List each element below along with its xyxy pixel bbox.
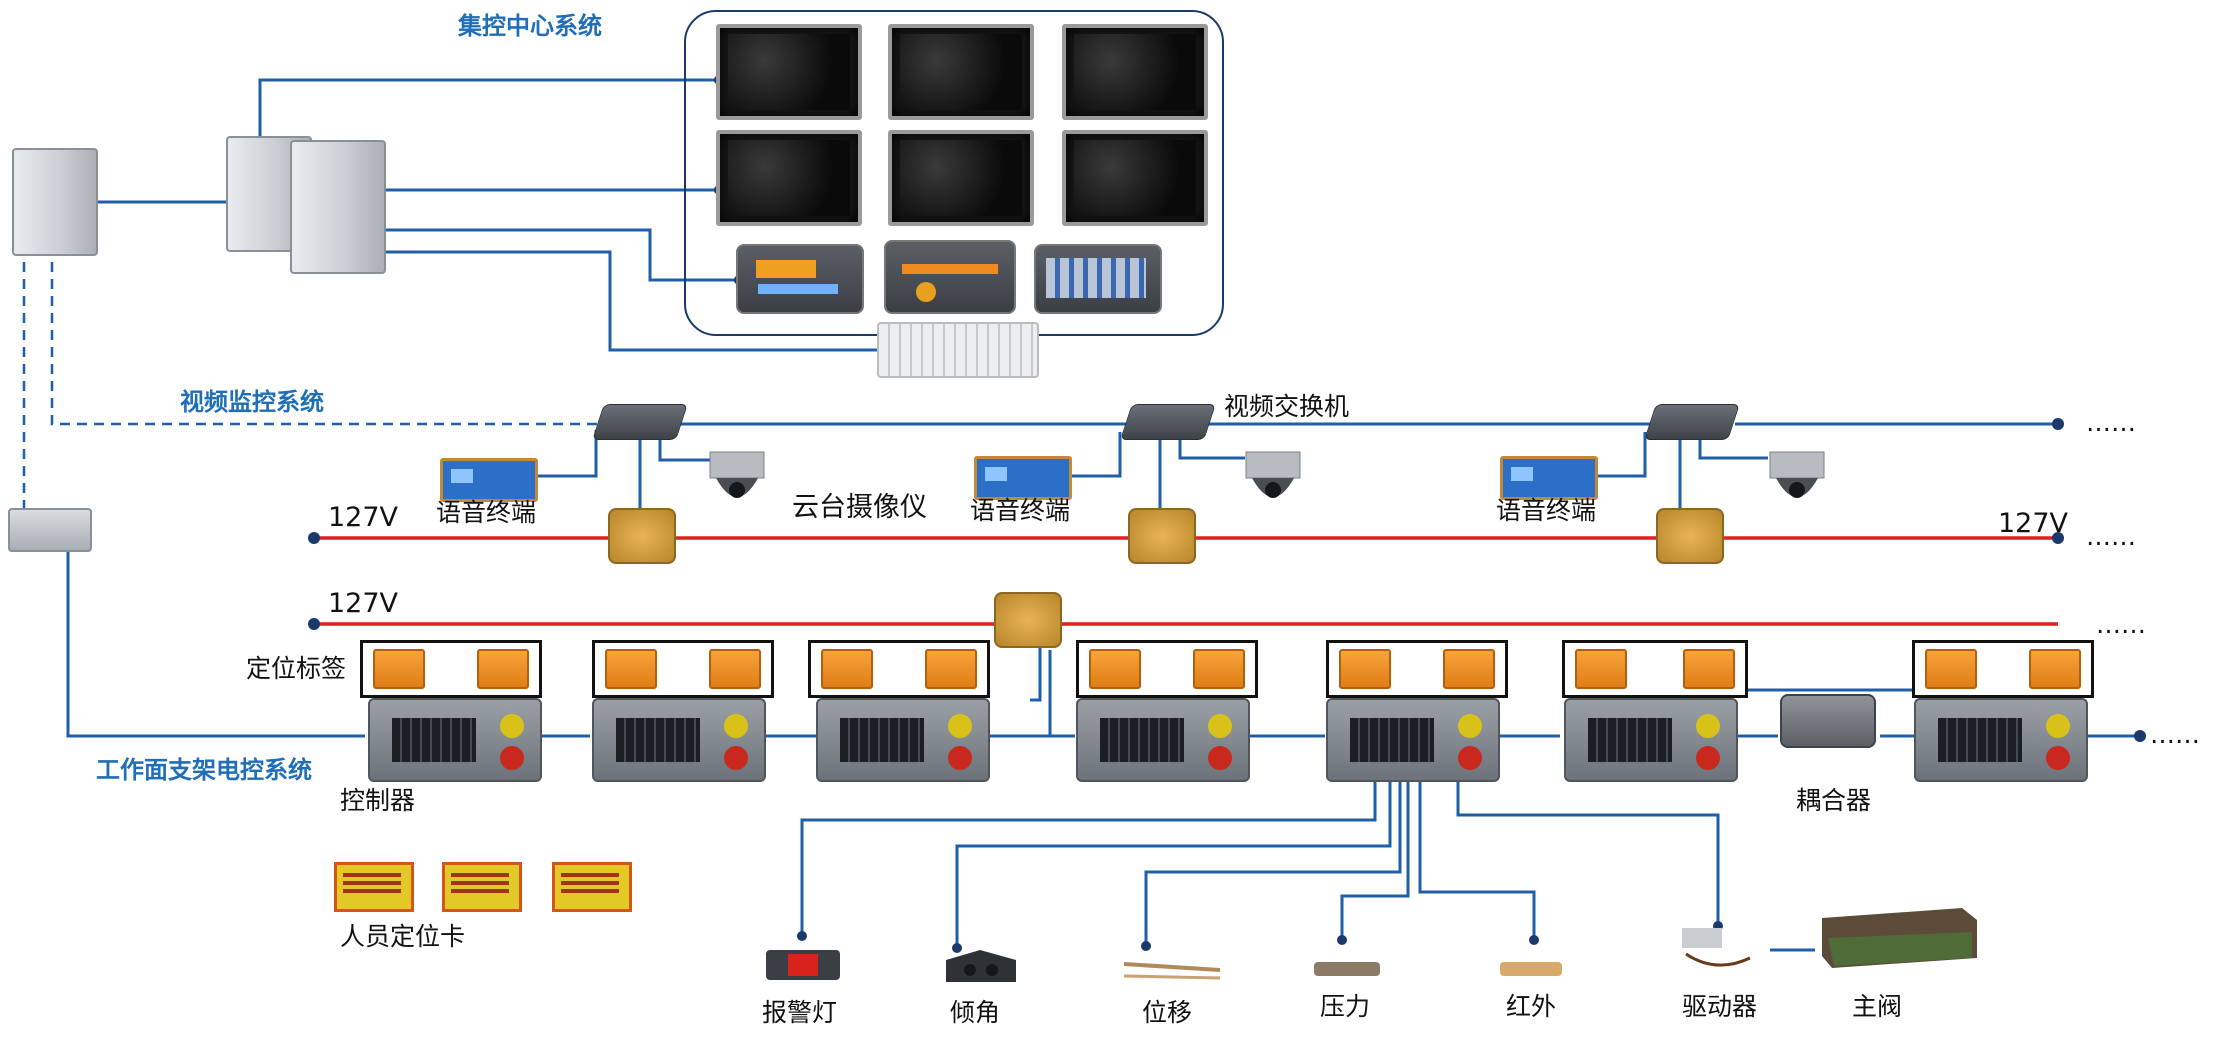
monitor-icon (716, 130, 862, 226)
console-panel-icon (1034, 244, 1162, 314)
displacement-sensor-icon (1123, 962, 1221, 980)
infrared-label: 红外 (1506, 992, 1557, 1021)
controller-icon (1564, 698, 1738, 782)
dome-camera-icon (1245, 451, 1301, 498)
video-switch-icon (592, 404, 688, 440)
infrared-sensor-icon (1500, 962, 1562, 976)
monitor-icon (1062, 24, 1208, 120)
location-tag-icon (709, 649, 761, 689)
personnel-card-icon (552, 862, 632, 912)
voice-terminal-icon (1500, 456, 1598, 500)
junction-box-icon (994, 592, 1062, 648)
monitor-icon (888, 130, 1034, 226)
driver-label: 驱动器 (1682, 992, 1758, 1021)
controller-label: 控制器 (340, 786, 416, 815)
tag-group (360, 640, 542, 698)
main-valve-label: 主阀 (1852, 992, 1903, 1021)
main-valve-icon (1822, 908, 1977, 968)
monitor-icon (716, 24, 862, 120)
junction-box-icon (608, 508, 676, 564)
ellipsis-power: …… (2086, 522, 2136, 551)
explosion-proof-cabinet-icon (12, 148, 98, 256)
personnel-card-icon (334, 862, 414, 912)
pressure-sensor-icon (1314, 962, 1380, 976)
keyboard-icon (877, 322, 1039, 378)
location-tag-icon (477, 649, 529, 689)
personnel-card-icon (442, 862, 522, 912)
voice-terminal-icon (974, 456, 1072, 500)
alarm-light-label: 报警灯 (762, 998, 838, 1027)
link-cabinet-keyboard (330, 250, 884, 352)
controller-icon (1326, 698, 1500, 782)
video-system-label: 视频监控系统 (180, 388, 324, 416)
tilt-label: 倾角 (950, 998, 1001, 1027)
monitor-icon (1062, 130, 1208, 226)
voice-terminal-label: 语音终端 (970, 496, 1071, 525)
ptz-camera-label: 云台摄像仪 (792, 492, 927, 523)
controller-icon (1914, 698, 2088, 782)
tag-group (592, 640, 774, 698)
pressure-label: 压力 (1320, 992, 1371, 1021)
ellipsis-video: …… (2086, 408, 2136, 437)
driver-icon (1682, 928, 1751, 967)
location-tag-icon (925, 649, 977, 689)
dome-camera-icon (1769, 451, 1825, 498)
tilt-sensor-icon (946, 950, 1016, 982)
video-switch-label: 视频交换机 (1224, 392, 1350, 421)
coupler-label: 耦合器 (1796, 786, 1872, 815)
location-tag-icon (1575, 649, 1627, 689)
ellipsis-controllers: …… (2150, 720, 2200, 749)
explosion-proof-cabinet-icon (290, 140, 386, 274)
voice-terminal-label: 语音终端 (1496, 496, 1597, 525)
support-system-label: 工作面支架电控系统 (96, 756, 312, 784)
link-cabinet-console (330, 228, 739, 282)
location-tag-icon (1925, 649, 1977, 689)
voice-terminal-icon (440, 458, 538, 502)
voltage-label: 127V (328, 588, 399, 619)
tag-group (1912, 640, 2094, 698)
controller-icon (368, 698, 542, 782)
controller-icon (816, 698, 990, 782)
controller-icon (592, 698, 766, 782)
console-panel-icon (736, 244, 864, 314)
video-switch-icon (1120, 404, 1216, 440)
monitor-icon (888, 24, 1034, 120)
location-tag-icon (1089, 649, 1141, 689)
controller-icon (1076, 698, 1250, 782)
network-box-icon (8, 508, 92, 552)
location-tag-icon (1193, 649, 1245, 689)
ellipsis-power-2: …… (2096, 610, 2146, 639)
video-switch-icon (1644, 404, 1740, 440)
link-cabinet-monitor1 (258, 78, 719, 140)
location-tag-icon (373, 649, 425, 689)
location-tag-icon (605, 649, 657, 689)
tag-group (1562, 640, 1748, 698)
location-tag-icon (2029, 649, 2081, 689)
location-tag-icon (1683, 649, 1735, 689)
location-tag-icon (1339, 649, 1391, 689)
location-tag-icon (821, 649, 873, 689)
coupler-icon (1780, 694, 1876, 748)
console-panel-icon (884, 240, 1016, 314)
tag-group (1326, 640, 1508, 698)
dashed-link-video (50, 245, 610, 426)
voice-terminal-label: 语音终端 (436, 498, 537, 527)
central-system-label: 集控中心系统 (458, 12, 602, 40)
tag-group (1076, 640, 1258, 698)
voltage-label: 127V (328, 502, 399, 533)
location-tag-icon (1443, 649, 1495, 689)
displacement-label: 位移 (1142, 998, 1193, 1027)
dome-camera-icon (709, 451, 765, 498)
junction-box-icon (1128, 508, 1196, 564)
junction-box-icon (1656, 508, 1724, 564)
personnel-card-label: 人员定位卡 (340, 922, 466, 951)
location-tag-label: 定位标签 (246, 654, 347, 683)
alarm-light-icon (766, 950, 840, 980)
tag-group (808, 640, 990, 698)
voltage-label: 127V (1998, 508, 2069, 539)
